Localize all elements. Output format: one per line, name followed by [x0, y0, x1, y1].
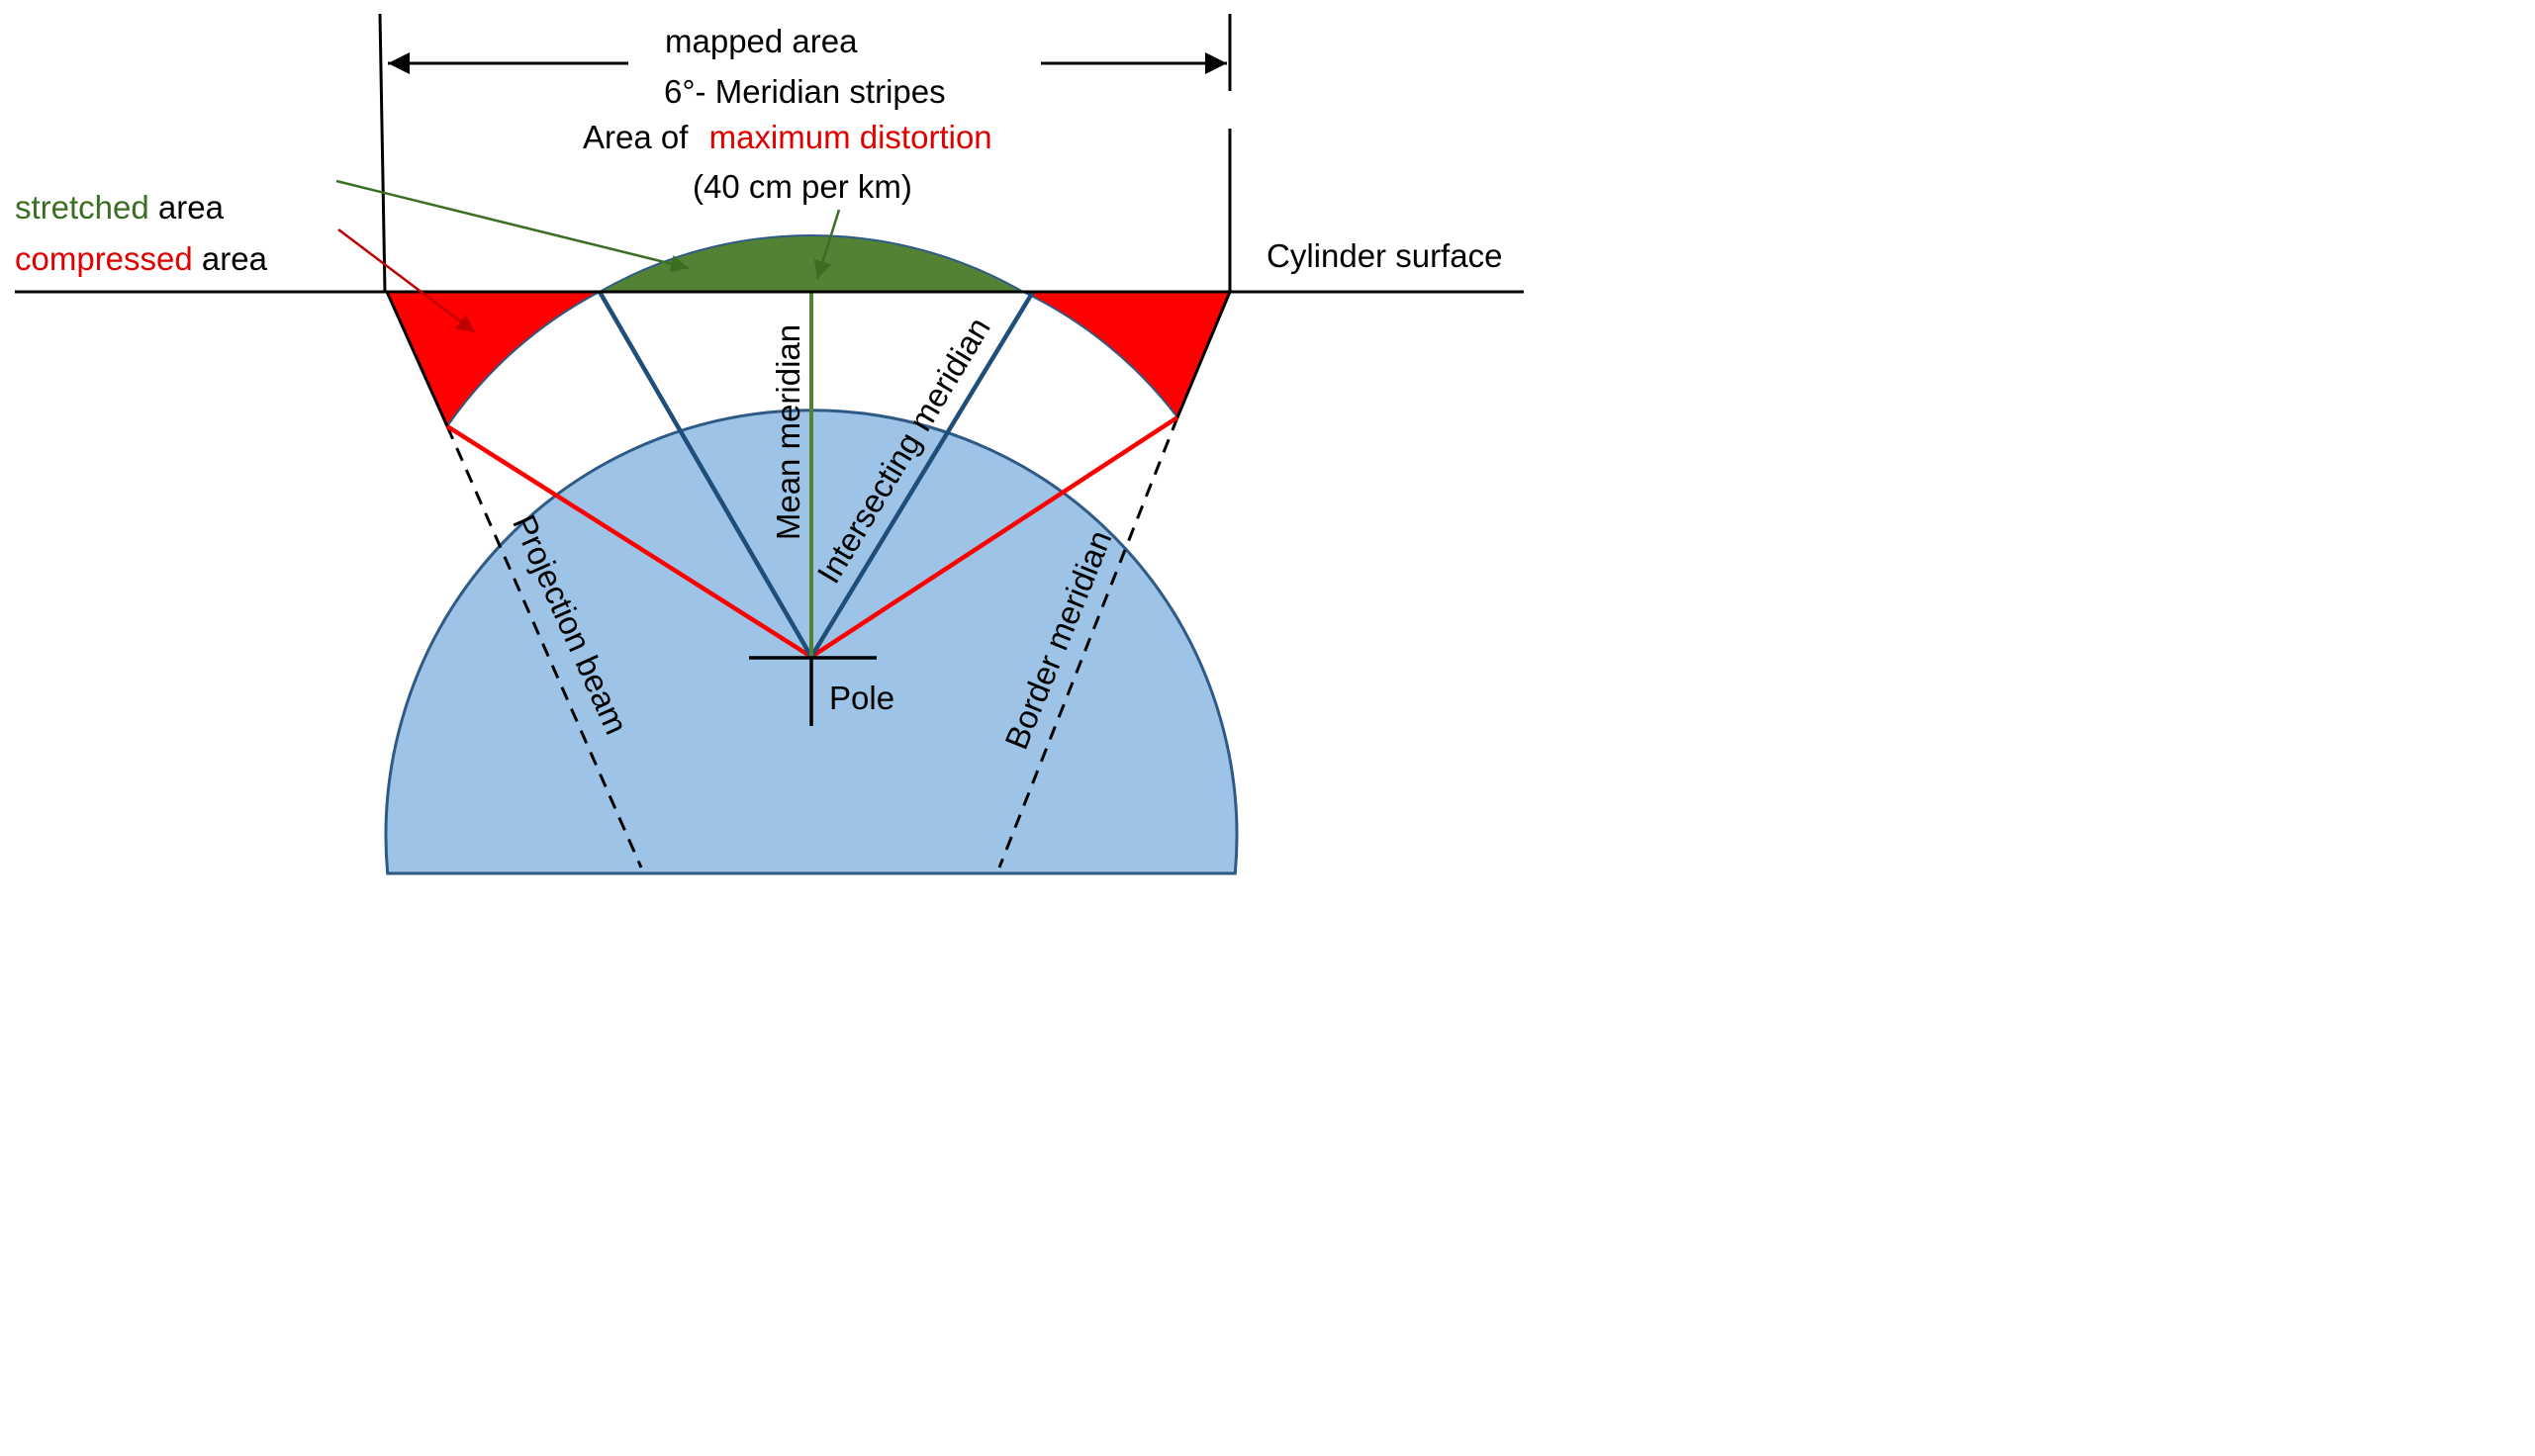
compressed-area-right	[1022, 291, 1232, 419]
projection-diagram: mapped area 6°- Meridian stripes Area of…	[15, 13, 1524, 875]
projection-beam-right-upper	[1175, 291, 1232, 418]
projection-beam-left-upper	[385, 291, 449, 427]
border-meridian-left	[445, 424, 813, 659]
intersecting-meridian-right	[809, 290, 1035, 659]
area-of-text: Area of	[583, 119, 689, 155]
compressed-area-left	[385, 291, 601, 429]
maximum-distortion-heading: Area of maximum distortion	[583, 119, 992, 155]
distortion-pointer-arrow	[813, 209, 841, 280]
cylinder-surface-label: Cylinder surface	[1267, 237, 1502, 274]
stretched-word: stretched	[15, 189, 149, 226]
pole-label: Pole	[829, 680, 894, 716]
distortion-value-label: (40 cm per km)	[693, 168, 912, 205]
maximum-distortion-text: maximum distortion	[709, 119, 992, 155]
stretched-suffix: area	[149, 189, 225, 226]
stretched-pointer-arrow	[335, 179, 690, 273]
compressed-word: compressed	[15, 240, 193, 277]
mean-meridian-label: Mean meridian	[770, 324, 806, 540]
intersecting-meridian-left	[598, 290, 813, 659]
mapped-area-left-limit	[378, 13, 387, 293]
stretched-area	[596, 233, 1027, 293]
meridian-stripes-label: 6°- Meridian stripes	[664, 73, 946, 110]
stretched-area-legend: stretched area	[15, 189, 225, 226]
compressed-pointer-arrow	[337, 228, 476, 333]
compressed-suffix: area	[193, 240, 268, 277]
diagram-canvas: mapped area 6°- Meridian stripes Area of…	[0, 0, 1551, 890]
projection-beam-right	[997, 416, 1179, 868]
compressed-area-legend: compressed area	[15, 240, 268, 277]
projection-beam-left	[445, 425, 643, 868]
border-meridian-right	[809, 415, 1179, 659]
mapped-area-label: mapped area	[665, 23, 858, 59]
